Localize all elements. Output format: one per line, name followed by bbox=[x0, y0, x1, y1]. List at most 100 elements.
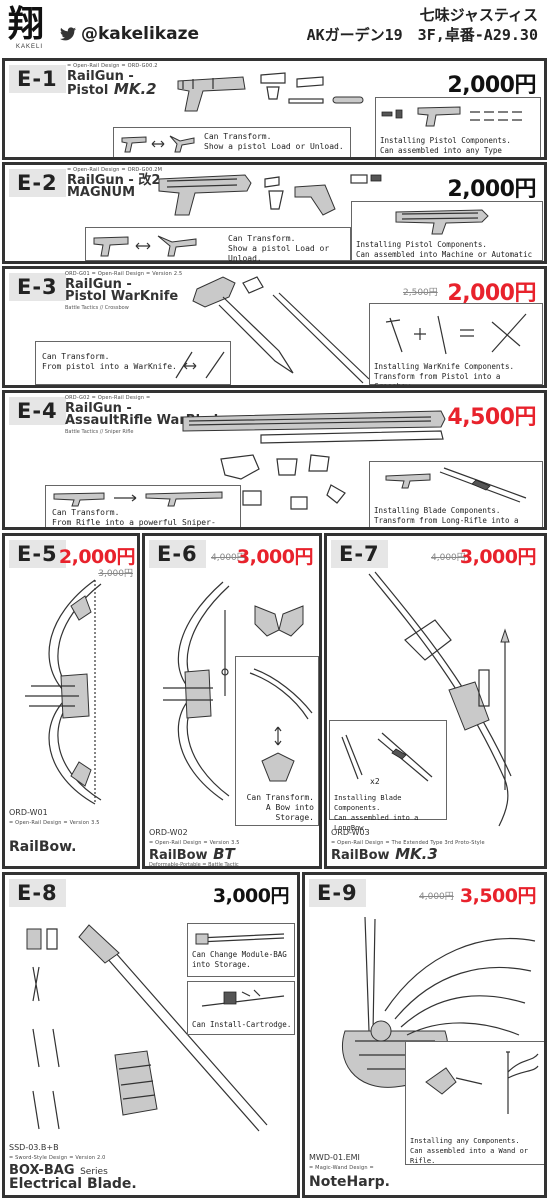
product-price: 3,000円 bbox=[236, 546, 314, 568]
product-price: 3,000円 bbox=[212, 885, 290, 907]
product-panel-e5[interactable]: E-5 2,000円 3,000円 ORD-W01 = Open-Rail De… bbox=[2, 533, 140, 869]
product-panel-e8[interactable]: E-8 3,000円 Can Change Module-BAG into St… bbox=[2, 872, 300, 1198]
components-caption: Installing Blade Components. Transform f… bbox=[374, 506, 519, 527]
product-panel-e6[interactable]: E-6 4,000円 3,000円 Can Transform. A Bow i… bbox=[142, 533, 322, 869]
product-price: 2,000円 bbox=[58, 546, 136, 568]
components-info-box: x2 Installing Blade Components. Can asse… bbox=[329, 720, 447, 832]
cartridge-diagram bbox=[201, 989, 285, 1007]
magnum-transform-diagram bbox=[93, 235, 197, 257]
product-tag: E-5 bbox=[9, 540, 66, 568]
crossbow-components-diagram bbox=[385, 313, 527, 355]
product-series: ORD-G01 = Open-Rail Design = Version 2.5 bbox=[65, 271, 183, 277]
event-booth: AKガーデン19 3F,卓番-A29.30 bbox=[306, 26, 538, 44]
twitter-handle[interactable]: @kakelikaze bbox=[60, 24, 199, 44]
transform-caption: Can Transform. Show a pistol Load or Unl… bbox=[228, 234, 330, 263]
product-series: = Open-Rail Design = Version 3.5 bbox=[9, 820, 100, 826]
cartridge-info-box: Can Install-Cartrodge. bbox=[187, 981, 295, 1035]
bow-transform-diagram bbox=[249, 668, 313, 782]
product-old-price: 3,000円 bbox=[98, 569, 133, 579]
module-bag-diagram bbox=[195, 933, 285, 945]
blade-components-diagram bbox=[341, 732, 433, 782]
components-caption: Installing any Components. Can assembled… bbox=[410, 1137, 529, 1165]
pistol-transform-diagram bbox=[121, 135, 195, 153]
product-panel-e4[interactable]: E-4 5,000円 4,500円 ORD-G02 = Open-Rail De… bbox=[2, 390, 547, 530]
product-panel-e2[interactable]: E-2 2,000円 = Open-Rail Design = ORD-G00.… bbox=[2, 162, 547, 264]
machine-pistol-diagram bbox=[395, 209, 489, 235]
brand-logo-subtitle: KAKELI bbox=[16, 44, 44, 50]
transform-info-box: Can Transform. From pistol into a WarKni… bbox=[35, 341, 231, 385]
transform-caption: Can Transform. From Rifle into a powerfu… bbox=[52, 508, 216, 527]
page-header: 翔 KAKELI @kakelikaze 七味ジャスティス AKガーデン19 3… bbox=[0, 0, 550, 58]
product-name: RailGun - 改2 MAGNUM bbox=[67, 173, 161, 200]
transform-caption: Can Transform. From pistol into a WarKni… bbox=[42, 352, 177, 371]
components-caption: Installing Pistol Components. Can assemb… bbox=[356, 240, 533, 261]
components-info-box: Installing Pistol Components. Can assemb… bbox=[351, 201, 543, 261]
product-tag: E-6 bbox=[149, 540, 206, 568]
product-tag: E-1 bbox=[9, 65, 66, 93]
product-code: ORD-W01 bbox=[9, 808, 48, 817]
warknife-transform-diagram bbox=[175, 351, 225, 379]
wand-rifle-diagram bbox=[425, 1051, 539, 1114]
components-info-box: Installing any Components. Can assembled… bbox=[405, 1041, 544, 1165]
product-series: = Open-Rail Design = Version 3.5 bbox=[149, 840, 240, 846]
product-name: RailBow BT bbox=[149, 845, 235, 863]
storage-info-box: Can Change Module-BAG into Storage. bbox=[187, 923, 295, 977]
transform-info-box: Can Transform. A Bow into Storage. bbox=[235, 656, 319, 826]
components-caption: Installing Pistol Components. Can assemb… bbox=[380, 136, 511, 157]
pistol-illustration bbox=[177, 72, 364, 112]
product-name: RailGun - Pistol WarKnife bbox=[65, 277, 179, 304]
product-name: NoteHarp. bbox=[309, 1174, 390, 1190]
pistol-components-diagram bbox=[381, 106, 522, 127]
product-old-price: 4,000円 bbox=[211, 553, 246, 563]
product-price: 3,000円 bbox=[459, 546, 537, 568]
product-name: RailGun - Pistol MK.2 bbox=[67, 69, 157, 98]
components-info-box: Installing Blade Components. Transform f… bbox=[369, 461, 543, 527]
product-subtitle: Deformable-Portable = Battle Tactic bbox=[149, 862, 239, 868]
product-series: ORD-G02 = Open-Rail Design = bbox=[65, 395, 151, 401]
components-multiplier: x2 bbox=[370, 777, 380, 786]
product-panel-e7[interactable]: E-7 4,000円 3,000円 x2 Installing Blade Co… bbox=[324, 533, 547, 869]
product-series: = Sword-Style Design = Version 2.0 bbox=[9, 1155, 106, 1161]
transform-caption: Can Transform. Show a pistol Load or Unl… bbox=[204, 132, 344, 151]
product-panel-e1[interactable]: E-1 2,000円 = Open-Rail Design = ORD-G00.… bbox=[2, 58, 547, 160]
product-price: 2,000円 bbox=[447, 177, 536, 202]
product-old-price: 4,000円 bbox=[419, 892, 454, 902]
event-info: 七味ジャスティス AKガーデン19 3F,卓番-A29.30 bbox=[307, 6, 538, 46]
product-tag: E-9 bbox=[309, 879, 366, 907]
magnum-illustration bbox=[158, 174, 382, 216]
product-subtitle: Battle Tactics // Crossbow bbox=[65, 305, 129, 311]
components-info-box: Installing WarKnife Components. Transfor… bbox=[369, 303, 543, 385]
product-code: MWD-01.EMI bbox=[309, 1153, 360, 1162]
event-name: 七味ジャスティス bbox=[419, 6, 538, 24]
product-price: 2,000円 bbox=[447, 73, 536, 98]
transform-info-box: Can Transform. Show a pistol Load or Unl… bbox=[85, 227, 351, 261]
brand-logo: 翔 bbox=[8, 3, 45, 45]
product-name: RailBow MK.3 bbox=[331, 845, 438, 863]
railbow-illustration bbox=[25, 579, 102, 805]
product-price: 2,000円 bbox=[447, 281, 536, 306]
transform-info-box: Can Transform. Show a pistol Load or Unl… bbox=[113, 127, 351, 157]
product-series: = Open-Rail Design = The Extended Type 3… bbox=[331, 840, 485, 846]
components-info-box: Installing Pistol Components. Can assemb… bbox=[375, 97, 541, 157]
product-code: ORD-W02 bbox=[149, 828, 188, 837]
warknife-illustration bbox=[192, 276, 370, 384]
product-old-price: 2,500円 bbox=[403, 288, 438, 298]
product-old-price: 4,000円 bbox=[431, 553, 466, 563]
railbow-bt-illustration bbox=[163, 581, 230, 801]
product-tag: E-8 bbox=[9, 879, 66, 907]
twitter-handle-text: @kakelikaze bbox=[81, 24, 200, 44]
storage-form-illustration bbox=[254, 605, 304, 637]
product-tag: E-2 bbox=[9, 169, 66, 197]
components-caption: Installing Blade Components. Can assembl… bbox=[334, 794, 419, 832]
product-tag: E-4 bbox=[9, 397, 66, 425]
product-series: = Open-Rail Design = ORD-G00.2 bbox=[67, 63, 158, 69]
product-name: BOX-BAG Series Electrical Blade. bbox=[9, 1163, 137, 1192]
product-series: = Magic-Wand Design = bbox=[309, 1165, 374, 1171]
longbow-illustration bbox=[368, 571, 512, 827]
cartridge-caption: Can Install-Cartrodge. bbox=[192, 1020, 292, 1029]
twitter-bird-icon bbox=[60, 27, 76, 41]
product-panel-e3[interactable]: E-3 2,500円 2,000円 ORD-G01 = Open-Rail De… bbox=[2, 266, 547, 388]
product-panel-e9[interactable]: E-9 4,000円 3,500円 Installing any Compone… bbox=[302, 872, 547, 1198]
storage-caption: Can Change Module-BAG into Storage. bbox=[192, 950, 287, 969]
product-series: = Open-Rail Design = ORD-G00.2M bbox=[67, 167, 163, 173]
